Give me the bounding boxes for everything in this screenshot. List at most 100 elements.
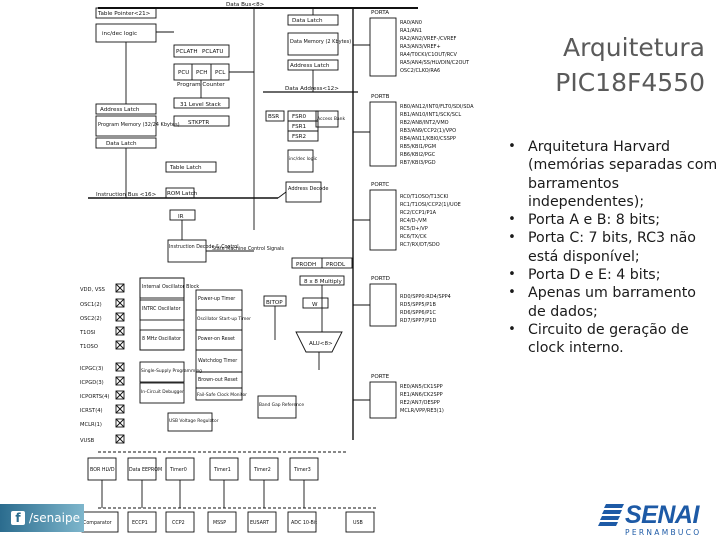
intrc-osc-label: INTRC Oscillator xyxy=(142,306,181,312)
facebook-icon: f xyxy=(11,511,25,525)
bottom-modules-bottom: Comparator ECCP1 CCP2 MSSP EUSART ADC 10… xyxy=(83,520,363,526)
module-label: Timer2 xyxy=(253,467,271,473)
bullet-text: Porta D e E: 4 bits; xyxy=(528,267,661,284)
prodh-label: PRODH xyxy=(296,262,316,268)
state-machine-label: State Machine Control Signals xyxy=(212,246,284,252)
table-latch-label: Table Latch xyxy=(169,165,202,171)
bullet-item: • Porta A e B: 8 bits; xyxy=(506,211,718,229)
left-pin-labels: VDD, VSS OSC1(2) OSC2(2) T1OSI T1OSO ICP… xyxy=(79,287,109,444)
bullet-list: • Arquitetura Harvard (memórias separadas… xyxy=(506,138,718,358)
data-address-label: Data Address<12> xyxy=(285,86,339,92)
facebook-handle: /senaipe xyxy=(29,511,80,525)
single-supply-label: Single-Supply Programming xyxy=(141,368,202,374)
port-pin: RE1/AN6/CK2SPP xyxy=(400,392,443,398)
usb-vreg-label: USB Voltage Regulator xyxy=(169,418,219,424)
osc-startup-label: Oscillator Start-up Timer xyxy=(197,316,251,322)
porta-pins: RA0/AN0 RA1/AN1 RA2/AN2/VREF-/CVREF RA3/… xyxy=(400,20,470,74)
senai-stripes-icon xyxy=(598,504,624,526)
port-pin: RC7/RX/DT/SDO xyxy=(400,242,440,248)
module-label: BOR HLVD xyxy=(90,467,115,473)
port-pin: RC5/D+/VP xyxy=(400,226,428,232)
module-label: Comparator xyxy=(83,520,112,526)
port-pin: RC1/T1OSI/CCP2(1)/UOE xyxy=(400,202,461,208)
address-latch-label: Address Latch xyxy=(100,107,140,113)
icd-label: In-Circuit Debugger xyxy=(141,389,184,395)
port-pin: RD5/SPP5/P1B xyxy=(400,302,436,308)
pic18f4550-block-diagram: Data Bus<8> Table Pointer<21> inc/dec lo… xyxy=(79,2,474,533)
port-pin: RC6/TX/CK xyxy=(400,234,427,240)
pin-label: OSC1(2) xyxy=(80,302,102,308)
module-label: ECCP1 xyxy=(132,520,148,526)
data-memory-label: Data Memory (2 Kbytes) xyxy=(290,39,351,45)
alu-label: ALU<8> xyxy=(309,341,333,347)
bullet-dot-icon: • xyxy=(508,230,516,246)
program-memory-label: Program Memory (32/24 Kbytes) xyxy=(98,122,180,128)
portc-label: PORTC xyxy=(371,182,389,188)
watchdog-label: Watchdog Timer xyxy=(198,358,237,364)
module-label: Timer0 xyxy=(169,467,187,473)
portc-pins: RC0/T1OSO/T13CKI RC1/T1OSI/CCP2(1)/UOE R… xyxy=(400,194,461,248)
port-pin: RA1/AN1 xyxy=(400,28,422,34)
wreg-label: W xyxy=(312,302,318,308)
inc-dec-logic2-label: inc/dec logic xyxy=(289,156,318,162)
bsr-label: BSR xyxy=(268,114,279,120)
module-label: EUSART xyxy=(250,520,269,526)
power-up-timer-label: Power-up Timer xyxy=(198,296,235,302)
bottom-modules-top: BOR HLVD Data EEPROM Timer0 Timer1 Timer… xyxy=(90,467,311,473)
pin-label: VUSB xyxy=(80,438,95,444)
port-pin: RB5/KBI1/PGM xyxy=(400,144,436,150)
address-decode-label: Address Decode xyxy=(288,186,329,192)
port-pin: RC0/T1OSO/T13CKI xyxy=(400,194,448,200)
pin-label: T1OSI xyxy=(79,330,96,336)
mhz-osc-label: 8 MHz Oscillator xyxy=(142,336,181,342)
bullet-text: Porta A e B: 8 bits; xyxy=(528,212,661,229)
bullet-text: Arquitetura Harvard (memórias separadas … xyxy=(528,139,718,210)
rom-latch-label: ROM Latch xyxy=(167,191,198,197)
prodl-label: PRODL xyxy=(326,262,346,268)
port-pin: RA4/T0CKI/C1OUT/RCV xyxy=(400,52,457,58)
port-pin: RA0/AN0 xyxy=(400,20,422,26)
portb-label: PORTB xyxy=(371,94,390,100)
bullet-text: Apenas um barramento de dados; xyxy=(528,285,696,320)
dm-address-latch-label: Address Latch xyxy=(290,63,330,69)
dm-data-latch-label: Data Latch xyxy=(292,18,323,24)
bullet-dot-icon: • xyxy=(508,139,516,154)
port-pin: RB4/AN11/KBI0/CSSPP xyxy=(400,136,456,142)
program-counter-label: Program Counter xyxy=(177,82,225,88)
pclath-label: PCLATH xyxy=(176,49,198,55)
module-label: ADC 10-Bit xyxy=(291,520,317,526)
pin-label: ICRST(4) xyxy=(80,408,103,414)
bullet-dot-icon: • xyxy=(508,212,516,228)
module-label: USB xyxy=(353,520,363,526)
left-pin-x-boxes xyxy=(115,283,125,444)
pch-label: PCH xyxy=(196,70,208,76)
module-label: Timer1 xyxy=(213,467,231,473)
port-pin: RE0/AN5/CK1SPP xyxy=(400,384,443,390)
port-pin: MCLR/VPP/RE3(1) xyxy=(400,408,444,414)
brown-out-label: Brown-out Reset xyxy=(198,377,238,383)
module-label: MSSP xyxy=(213,520,226,526)
port-pin: RD0/SPP0:RD4/SPP4 xyxy=(400,294,451,300)
port-pin: RA2/AN2/VREF-/CVREF xyxy=(400,36,457,42)
instruction-bus-label: Instruction Bus <16> xyxy=(96,192,157,198)
pin-label: ICPGC(3) xyxy=(80,366,103,372)
module-label: Timer3 xyxy=(293,467,311,473)
porte-label: PORTE xyxy=(371,374,390,380)
module-label: CCP2 xyxy=(172,520,185,526)
pcu-label: PCU xyxy=(178,70,189,76)
port-pin: RA3/AN3/VREF+ xyxy=(400,44,441,50)
port-pin: RC2/CCP1/P1A xyxy=(400,210,437,216)
pin-label: ICPORTS(4) xyxy=(80,394,109,400)
fsr2-label: FSR2 xyxy=(292,134,306,140)
senai-logo: SENAI PERNAMBUCO xyxy=(598,501,716,537)
facebook-footer-bar[interactable]: f /senaipe xyxy=(0,504,84,532)
module-label: Data EEPROM xyxy=(129,467,162,473)
porta-label: PORTA xyxy=(371,10,389,16)
port-pin: RA5/AN4/SS/HLVDIN/C2OUT xyxy=(400,60,470,66)
pm-data-latch-label: Data Latch xyxy=(106,141,137,147)
bullet-item: •Circuito de geração de clock interno. xyxy=(506,321,718,358)
port-pin: RB6/KBI2/PGC xyxy=(400,152,436,158)
port-pin: RB1/AN10/INT1/SCK/SCL xyxy=(400,112,461,118)
slide-title: Arquitetura PIC18F4550 xyxy=(520,30,705,100)
